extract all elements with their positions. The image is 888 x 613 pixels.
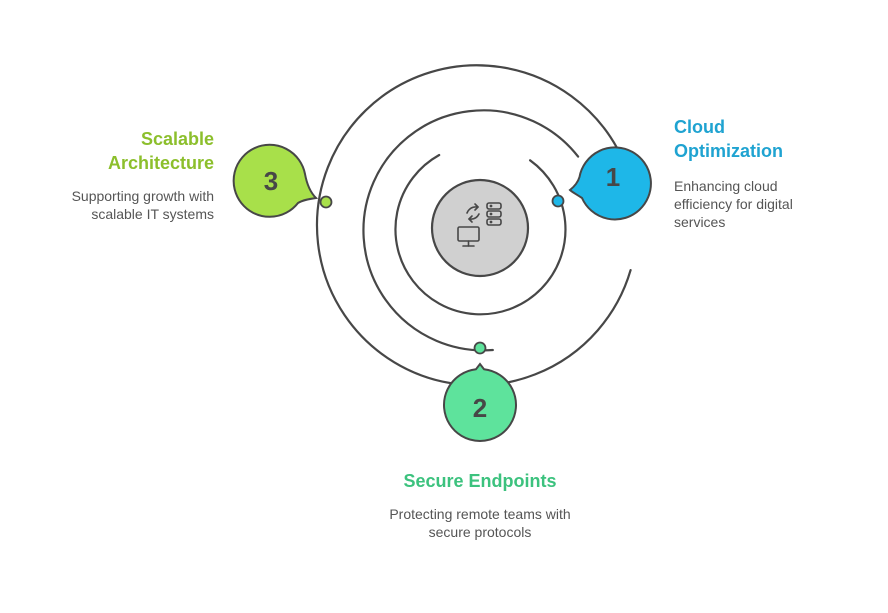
badge-scalable-architecture: 3	[232, 143, 319, 218]
badge-secure-endpoints: 2	[443, 362, 517, 442]
cloud-desc-line-1: Enhancing cloud	[674, 178, 778, 194]
scalable-desc-line-1: Supporting growth with	[71, 188, 214, 204]
cloud-desc-line-2: efficiency for digital	[674, 196, 793, 212]
sync-server-monitor-icon	[457, 202, 502, 247]
secure-endpoints-description: Protecting remote teams with secure prot…	[340, 505, 620, 541]
middle-orbit-ring	[362, 109, 580, 352]
scalable-title-line-1: Scalable	[140, 129, 214, 149]
cloud-optimization-title: Cloud Optimization	[674, 115, 864, 163]
orbit-node-scalable	[319, 195, 333, 209]
scalable-title-line-2: Architecture	[107, 153, 214, 173]
badge-number-2: 2	[473, 393, 487, 423]
orbit-node-cloud	[551, 194, 565, 208]
endpoints-title-line-1: Secure Endpoints	[403, 471, 557, 491]
scalable-desc-line-2: scalable IT systems	[91, 206, 214, 222]
badge-number-1: 1	[606, 162, 620, 192]
inner-orbit-ring	[394, 153, 567, 316]
center-hub	[430, 178, 530, 278]
scalable-architecture-description: Supporting growth with scalable IT syste…	[24, 187, 214, 223]
scalable-architecture-title: Scalable Architecture	[24, 127, 214, 175]
orbit-node-endpoints	[473, 341, 487, 355]
cloud-optimization-description: Enhancing cloud efficiency for digital s…	[674, 177, 864, 231]
badge-number-3: 3	[264, 166, 278, 196]
endpoints-desc-line-2: secure protocols	[428, 524, 532, 540]
secure-endpoints-title: Secure Endpoints	[340, 469, 620, 493]
cloud-title-line-1: Cloud	[674, 117, 725, 137]
outer-orbit-ring	[315, 64, 632, 387]
cloud-desc-line-3: services	[674, 214, 726, 230]
badge-cloud-optimization: 1	[568, 146, 652, 221]
endpoints-desc-line-1: Protecting remote teams with	[389, 506, 571, 522]
cloud-title-line-2: Optimization	[674, 141, 783, 161]
